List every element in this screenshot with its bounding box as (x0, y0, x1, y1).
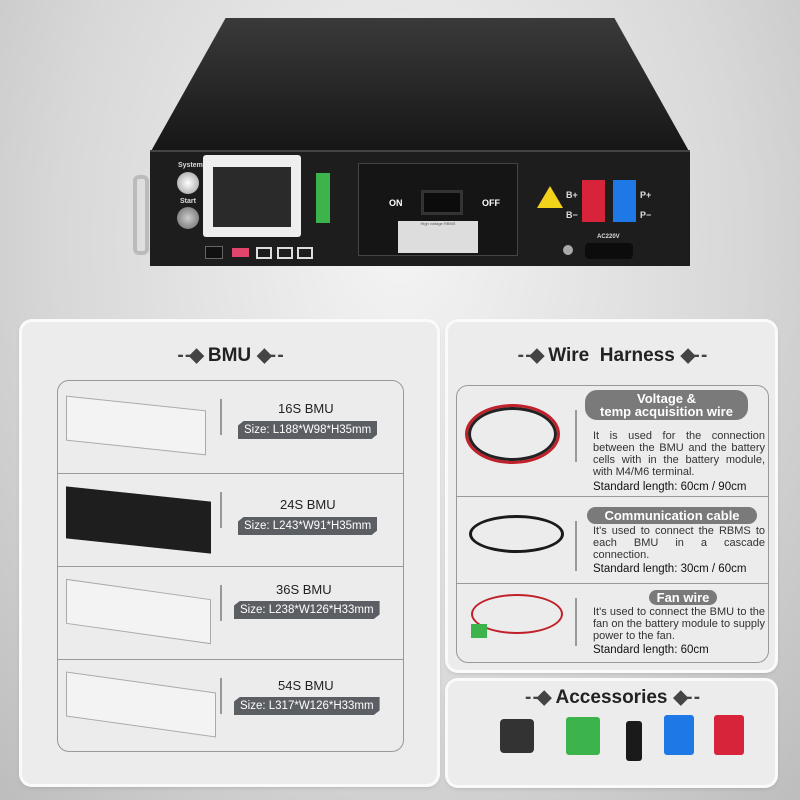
bmu-list: 16S BMU Size: L188*W98*H35mm 24S BMU Siz… (57, 380, 404, 752)
accessories-title: Accessories (555, 687, 668, 708)
wire-name: temp acquisition wire (600, 404, 733, 419)
ground-icon (563, 245, 573, 255)
wire-length: Standard length: 30cm / 60cm (593, 563, 747, 575)
ac-label: AC220V (597, 234, 620, 240)
bmu-16s-image (66, 395, 206, 456)
wire-name: Voltage & (637, 391, 696, 406)
rbms-top-cover (150, 18, 690, 153)
terminal-block-accessory (566, 717, 600, 755)
on-label: ON (389, 198, 403, 208)
blue-connector-accessory (664, 715, 694, 755)
connector-accessory (500, 719, 534, 753)
system-label: System (178, 162, 203, 169)
wire-length: Standard length: 60cm (593, 644, 709, 656)
spec-plate: High voltage RBMS (398, 221, 478, 253)
pcs-connector (613, 180, 636, 222)
wire-list: Voltage &temp acquisition wire It is use… (456, 385, 769, 663)
wire-item: Voltage &temp acquisition wire It is use… (457, 386, 768, 497)
bmu-size: Size: L317*W126*H33mm (234, 697, 380, 715)
wire-desc: It's used to connect the RBMS to each BM… (593, 525, 765, 562)
bmu-item: 36S BMU Size: L238*W126*H33mm (58, 567, 403, 660)
warning-icon (537, 186, 563, 208)
bmu-name: 24S BMU (280, 497, 336, 512)
bmu-size: Size: L243*W91*H35mm (238, 517, 378, 535)
wire-name: Fan wire (649, 590, 717, 605)
port (205, 246, 223, 259)
harness-title: Harness (599, 345, 675, 366)
plug-accessory (626, 721, 642, 761)
b-plus-label: B+ (566, 190, 578, 200)
bmu-36s-image (66, 578, 211, 645)
wire-name-pill: Voltage &temp acquisition wire (585, 390, 748, 420)
b-minus-label: B− (566, 210, 578, 220)
lcd-screen (203, 155, 301, 237)
p-minus-label: P− (640, 210, 652, 220)
com1-port (277, 247, 293, 259)
wire-desc: It's used to connect the BMU to the fan … (593, 606, 765, 643)
bmu-54s-image (66, 671, 216, 738)
lan-port (256, 247, 272, 259)
bmu-title: BMU (207, 345, 252, 366)
start-label: Start (180, 198, 196, 205)
wire-item: Fan wire It's used to connect the BMU to… (457, 584, 768, 664)
wire-harness-card: - -◆Wire Harness◆- - Voltage &temp acqui… (448, 322, 775, 670)
wire-length: Standard length: 60cm / 90cm (593, 481, 747, 493)
bmu-item: 54S BMU Size: L317*W126*H33mm (58, 660, 403, 753)
com2-port (297, 247, 313, 259)
communication-cable-image (469, 515, 564, 553)
wire-title: Wire (548, 345, 590, 366)
bmu-item: 16S BMU Size: L188*W98*H35mm (58, 381, 403, 474)
ac-socket (585, 243, 633, 259)
dip-switch[interactable] (232, 248, 249, 257)
wire-name: Communication cable (587, 507, 757, 524)
start-button[interactable] (177, 207, 199, 229)
system-button[interactable] (177, 172, 199, 194)
p-plus-label: P+ (640, 190, 652, 200)
bmu-name: 16S BMU (278, 401, 334, 416)
bmu-size: Size: L238*W126*H33mm (234, 601, 380, 619)
bmu-item: 24S BMU Size: L243*W91*H35mm (58, 474, 403, 567)
wire-item: Communication cable It's used to connect… (457, 497, 768, 584)
left-handle (133, 175, 149, 255)
bmu-name: 36S BMU (276, 582, 332, 597)
green-terminal (316, 173, 330, 223)
bmu-card: - -◆BMU◆- - 16S BMU Size: L188*W98*H35mm… (22, 322, 437, 784)
off-label: OFF (482, 198, 500, 208)
red-connector-accessory (714, 715, 744, 755)
battery-connector (582, 180, 605, 222)
bmu-24s-image (66, 486, 211, 554)
green-terminal (471, 624, 487, 638)
accessories-card: - -◆Accessories◆- - (448, 681, 775, 785)
fan-wire-image (471, 594, 563, 634)
acquisition-wire-image (465, 404, 560, 464)
bmu-name: 54S BMU (278, 678, 334, 693)
breaker-switch[interactable] (421, 190, 463, 215)
wire-desc: It is used for the connection between th… (593, 430, 765, 479)
bmu-size: Size: L188*W98*H35mm (238, 421, 378, 439)
